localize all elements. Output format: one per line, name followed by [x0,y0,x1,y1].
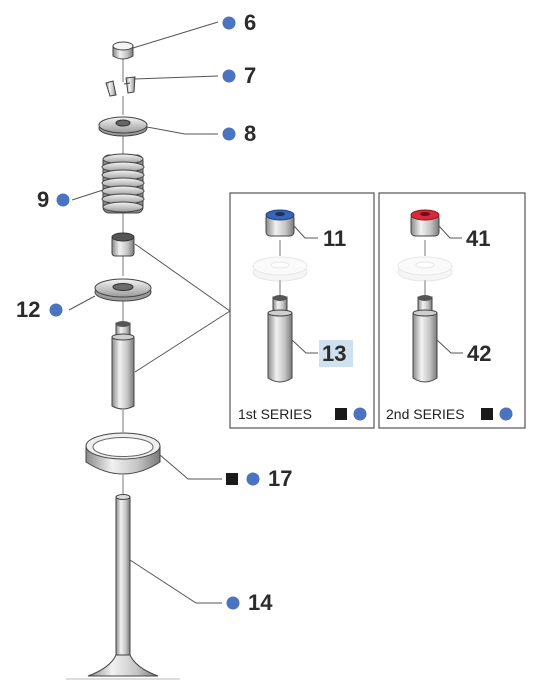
callout-17[interactable]: 17 [268,466,292,491]
callout-13-highlight [319,340,353,367]
inset-connector-lines [134,243,231,373]
valve-part [66,494,180,680]
valve-cotters-part [105,76,136,97]
series2-stem-seal-red [410,209,440,237]
valve-seat-ring-part [85,432,161,475]
callout-41[interactable]: 41 [466,226,490,251]
availability-dot-icon [246,472,260,486]
callout-11[interactable]: 11 [323,226,346,251]
callout-13[interactable]: 13 [322,341,346,366]
series2-valve-guide [412,295,438,383]
series2-label: 2nd SERIES [386,406,465,422]
availability-dot-icon [353,407,367,421]
inset-panel-series2 [378,192,526,429]
callout-7[interactable]: 7 [244,63,256,88]
series-square-icon [226,473,238,485]
stem-seal-part [111,232,135,257]
valve-spring-part [101,153,145,214]
availability-dot-icon [222,69,236,83]
callout-12[interactable]: 12 [16,297,40,322]
callout-9[interactable]: 9 [37,187,49,212]
availability-dot-icon [226,596,240,610]
series1-spring-seat-ghost [252,256,308,282]
availability-dot-icon [499,407,513,421]
availability-dot-icon [222,16,236,30]
valve-guide-part [111,321,135,410]
series-square-icon [481,408,493,420]
series1-stem-seal-blue [265,209,295,237]
availability-dot-icon [56,193,70,207]
valve-cap-part [112,41,134,60]
callout-6[interactable]: 6 [244,10,256,35]
callout-42[interactable]: 42 [467,341,491,366]
series2-spring-seat-ghost [397,256,453,282]
inset-panel-series1 [229,192,375,429]
series-square-icon [335,408,347,420]
availability-dot-icon [222,127,236,141]
upper-spring-seat-part [98,116,148,137]
leader-lines [68,21,463,604]
series1-valve-guide [267,295,293,383]
series1-label: 1st SERIES [238,406,312,422]
callout-8[interactable]: 8 [244,121,256,146]
lower-spring-seat-part [94,278,152,302]
availability-dot-icon [49,303,63,317]
callout-14[interactable]: 14 [248,590,273,615]
